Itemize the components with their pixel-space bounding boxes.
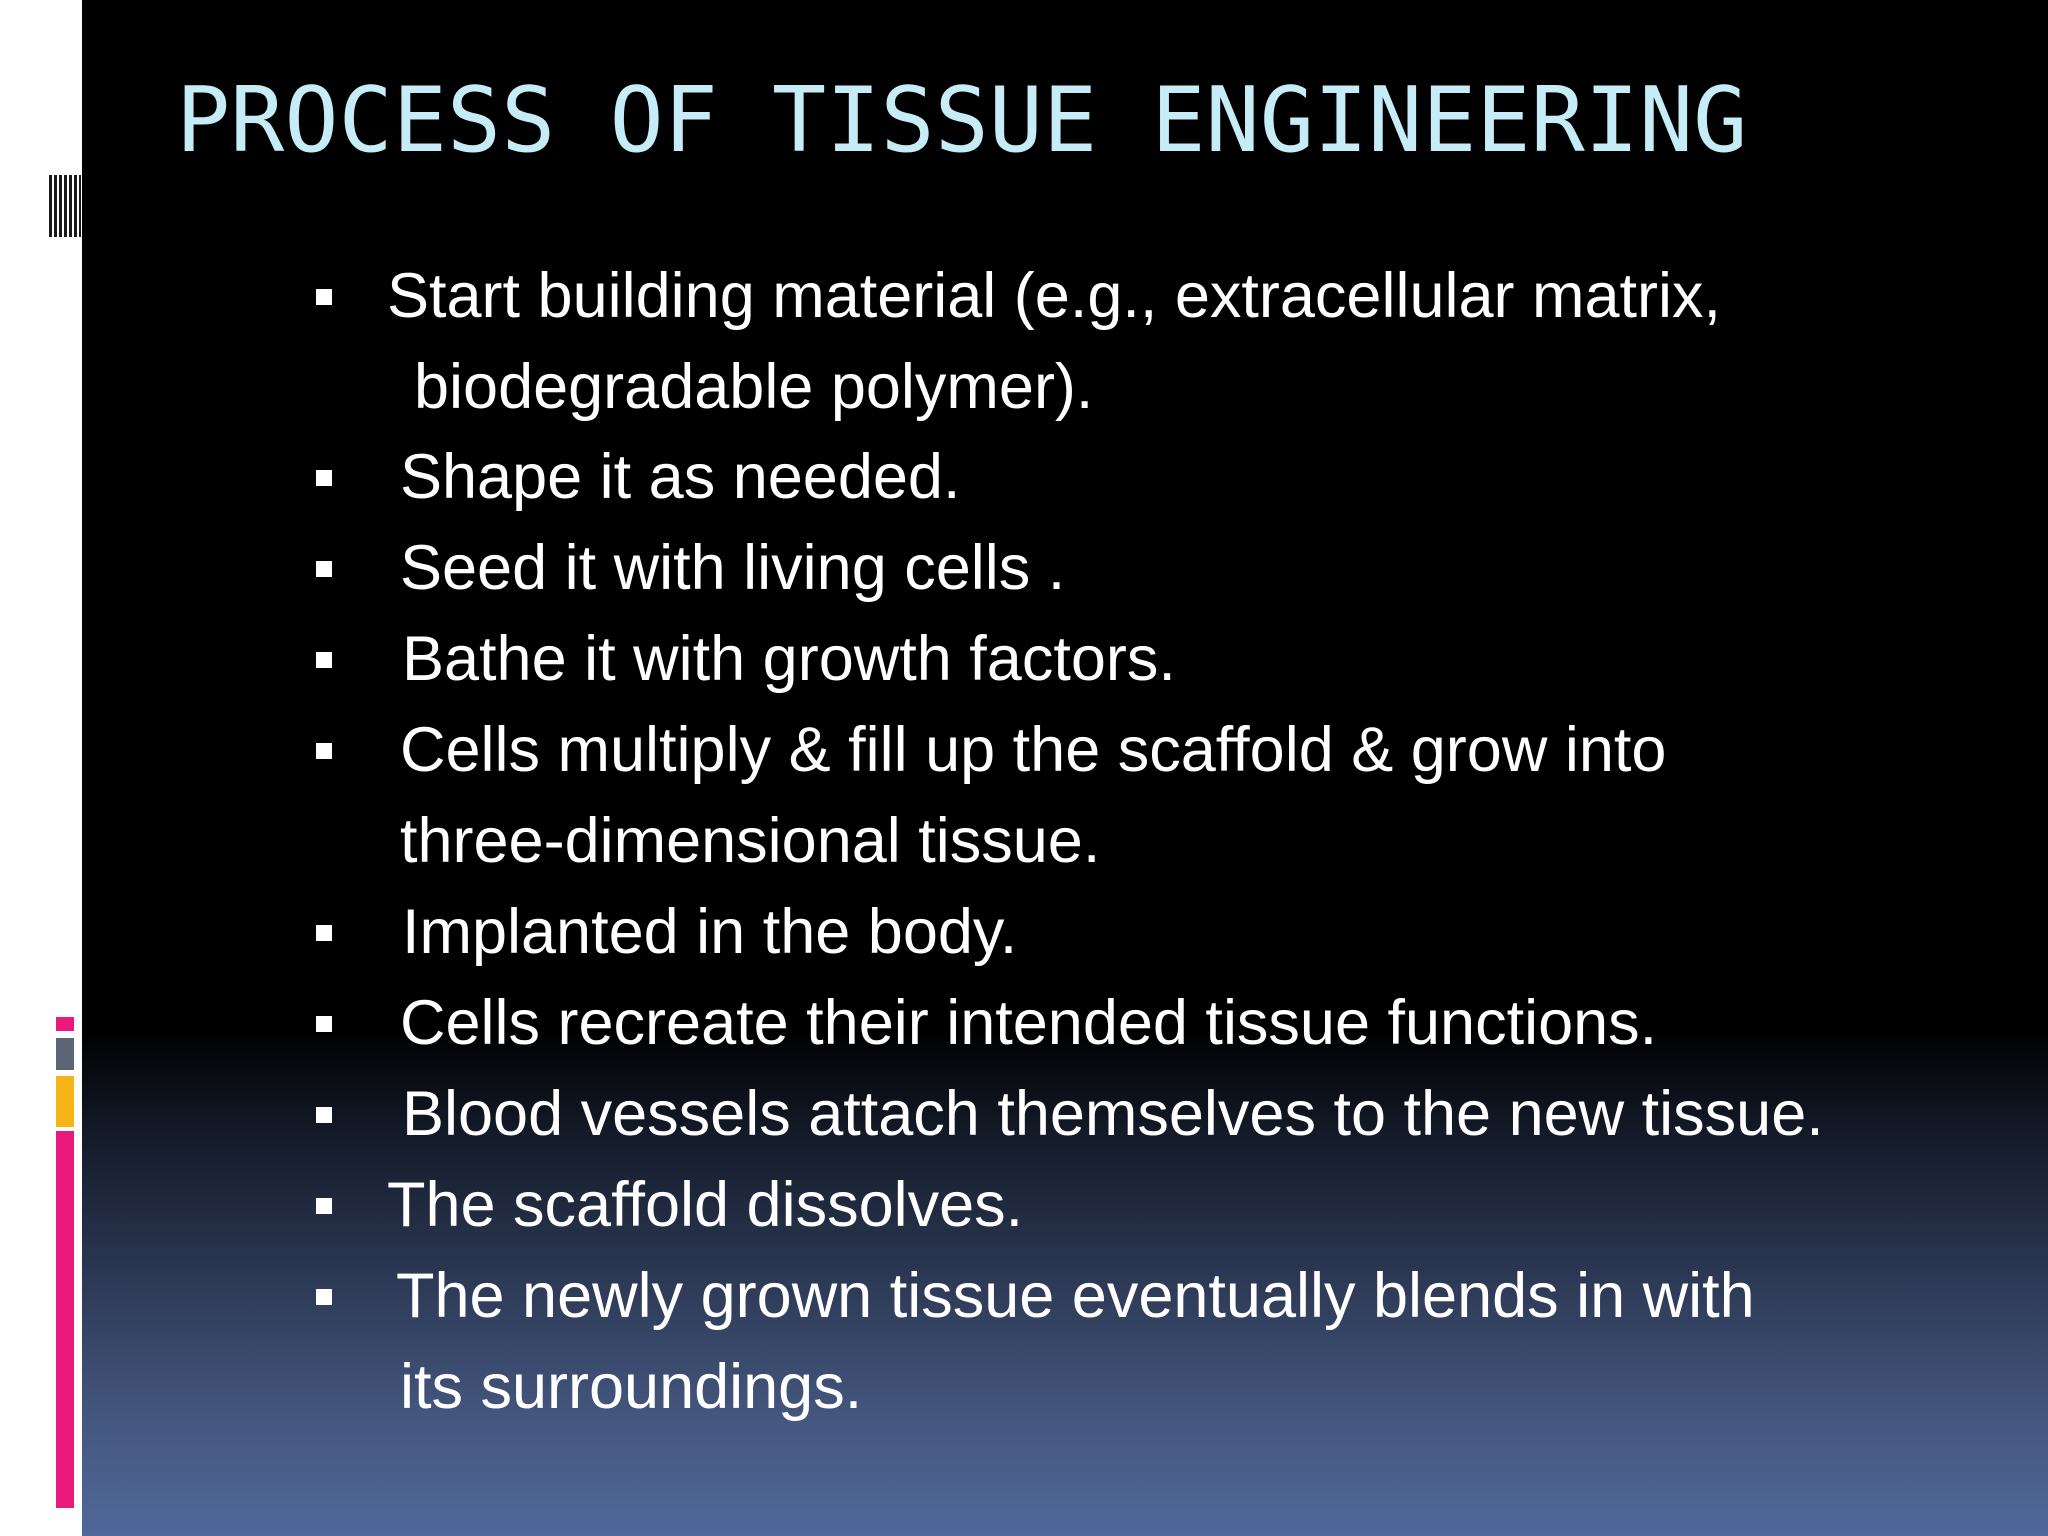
square-bullet-icon bbox=[316, 652, 332, 668]
bullet-text-line: Cells multiply & fill up the scaffold & … bbox=[400, 715, 1667, 785]
square-bullet-icon bbox=[316, 470, 332, 486]
square-bullet-icon bbox=[316, 289, 332, 305]
bullet-text-line: biodegradable polymer). bbox=[414, 352, 1094, 422]
bullet-text-line: Blood vessels attach themselves to the n… bbox=[402, 1079, 1824, 1149]
sidebar-decoration bbox=[0, 0, 82, 1536]
accent-bar-pink-bottom bbox=[56, 1131, 74, 1508]
slide-title: PROCESS OF TISSUE ENGINEERING bbox=[176, 68, 1748, 173]
bullet-text-line: Implanted in the body. bbox=[402, 897, 1018, 967]
square-bullet-icon bbox=[316, 1198, 332, 1214]
bullet-text-line: Seed it with living cells . bbox=[400, 533, 1066, 603]
slide-content: PROCESS OF TISSUE ENGINEERING Start buil… bbox=[82, 0, 2048, 1536]
square-bullet-icon bbox=[316, 1107, 332, 1123]
bullet-text-line: The newly grown tissue eventually blends… bbox=[396, 1261, 1755, 1331]
bullet-text-line: Cells recreate their intended tissue fun… bbox=[400, 988, 1658, 1058]
square-bullet-icon bbox=[316, 925, 332, 941]
square-bullet-icon bbox=[316, 1016, 332, 1032]
bullet-text-line: Shape it as needed. bbox=[400, 442, 961, 512]
accent-bar-pink-top bbox=[56, 1017, 74, 1031]
square-bullet-icon bbox=[316, 743, 332, 759]
accent-bar-orange bbox=[56, 1076, 74, 1127]
striped-decoration-icon bbox=[49, 175, 81, 237]
bullet-text-line: The scaffold dissolves. bbox=[387, 1170, 1024, 1240]
bullet-text-line: Start building material (e.g., extracell… bbox=[387, 261, 1722, 331]
bullet-text-line: three-dimensional tissue. bbox=[400, 806, 1101, 876]
bullet-text-line: its surroundings. bbox=[400, 1352, 863, 1422]
square-bullet-icon bbox=[316, 561, 332, 577]
accent-bar-gray bbox=[56, 1038, 74, 1070]
bullet-text-line: Bathe it with growth factors. bbox=[402, 624, 1176, 694]
square-bullet-icon bbox=[316, 1289, 332, 1305]
